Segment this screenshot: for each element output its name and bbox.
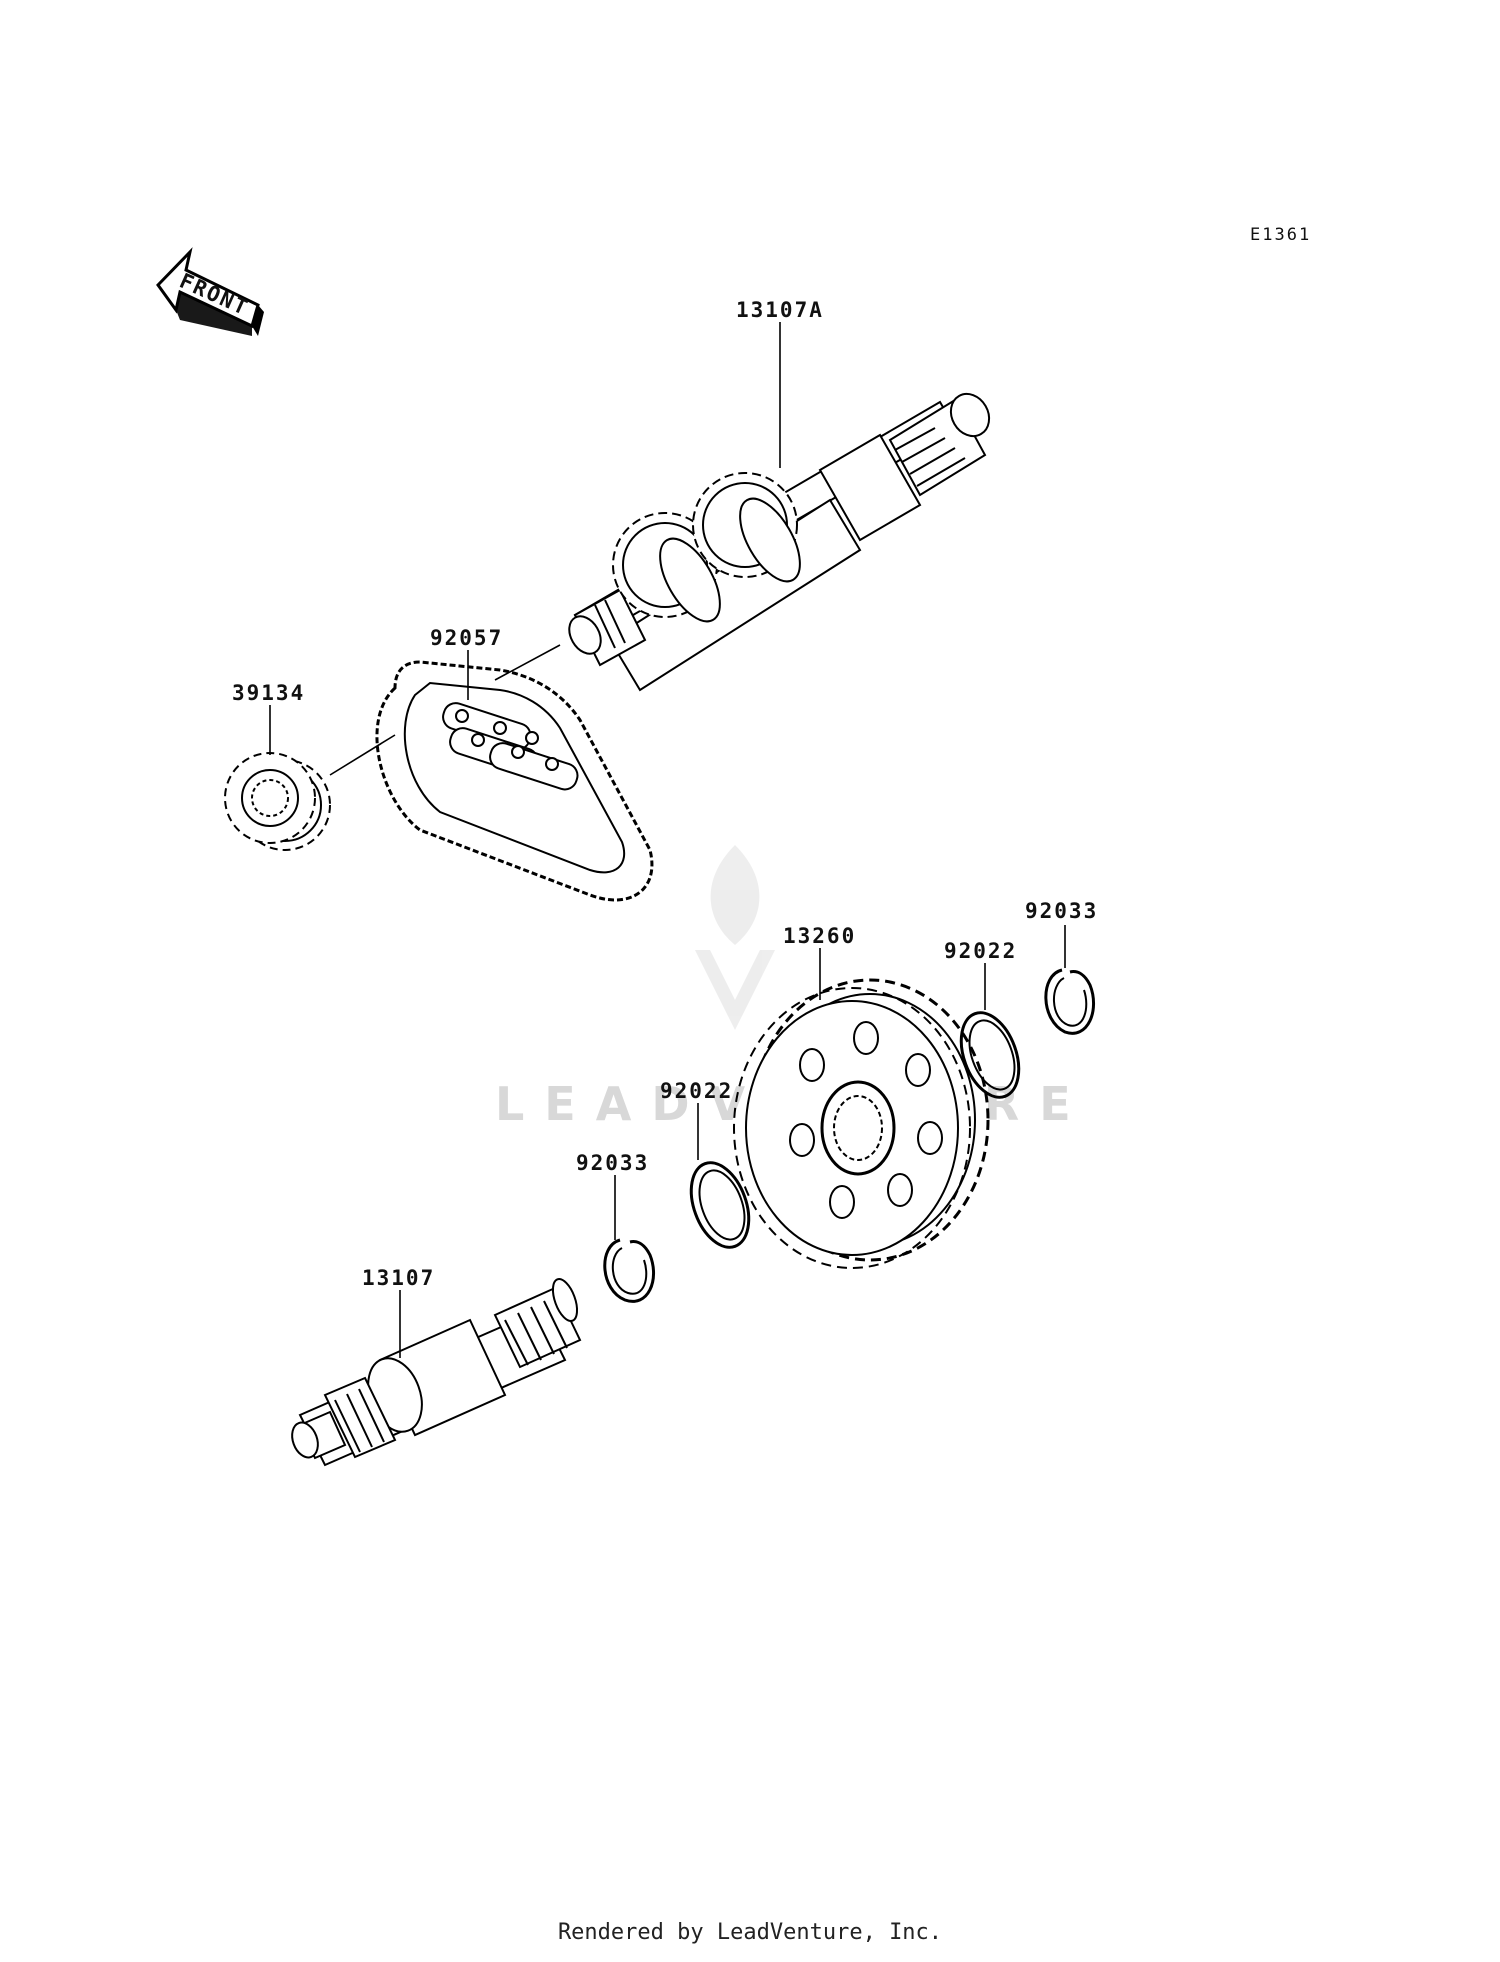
part-13260-gear[interactable] bbox=[733, 978, 990, 1269]
chain-links bbox=[442, 702, 579, 791]
part-92057-chain[interactable] bbox=[375, 660, 654, 902]
upper-gear-right bbox=[692, 472, 801, 583]
label-13107: 13107 bbox=[362, 1266, 435, 1290]
label-92057: 92057 bbox=[430, 626, 503, 650]
label-39134: 39134 bbox=[232, 681, 305, 705]
part-39134-sprocket[interactable] bbox=[224, 752, 331, 851]
label-92033-upper: 92033 bbox=[1025, 899, 1098, 923]
watermark-logo bbox=[695, 845, 775, 1030]
label-92022-lower: 92022 bbox=[660, 1079, 733, 1103]
part-13107-shaft[interactable] bbox=[288, 1276, 582, 1467]
label-13107A: 13107A bbox=[736, 298, 824, 322]
label-13260: 13260 bbox=[783, 924, 856, 948]
label-92022-upper: 92022 bbox=[944, 939, 1017, 963]
footer-credit: Rendered by LeadVenture, Inc. bbox=[557, 1920, 943, 1945]
diagram-code: E1361 bbox=[1250, 225, 1311, 245]
part-92033-circlip-upper[interactable] bbox=[1044, 968, 1095, 1035]
upper-gear-left bbox=[612, 512, 721, 623]
part-92033-circlip-lower[interactable] bbox=[603, 1238, 655, 1303]
part-92022-washer-lower[interactable] bbox=[681, 1155, 760, 1255]
part-92022-washer-upper[interactable] bbox=[951, 1005, 1030, 1105]
label-92033-lower: 92033 bbox=[576, 1151, 649, 1175]
leader-lines bbox=[269, 322, 1066, 1358]
front-arrow-icon: FRONT bbox=[156, 247, 264, 336]
